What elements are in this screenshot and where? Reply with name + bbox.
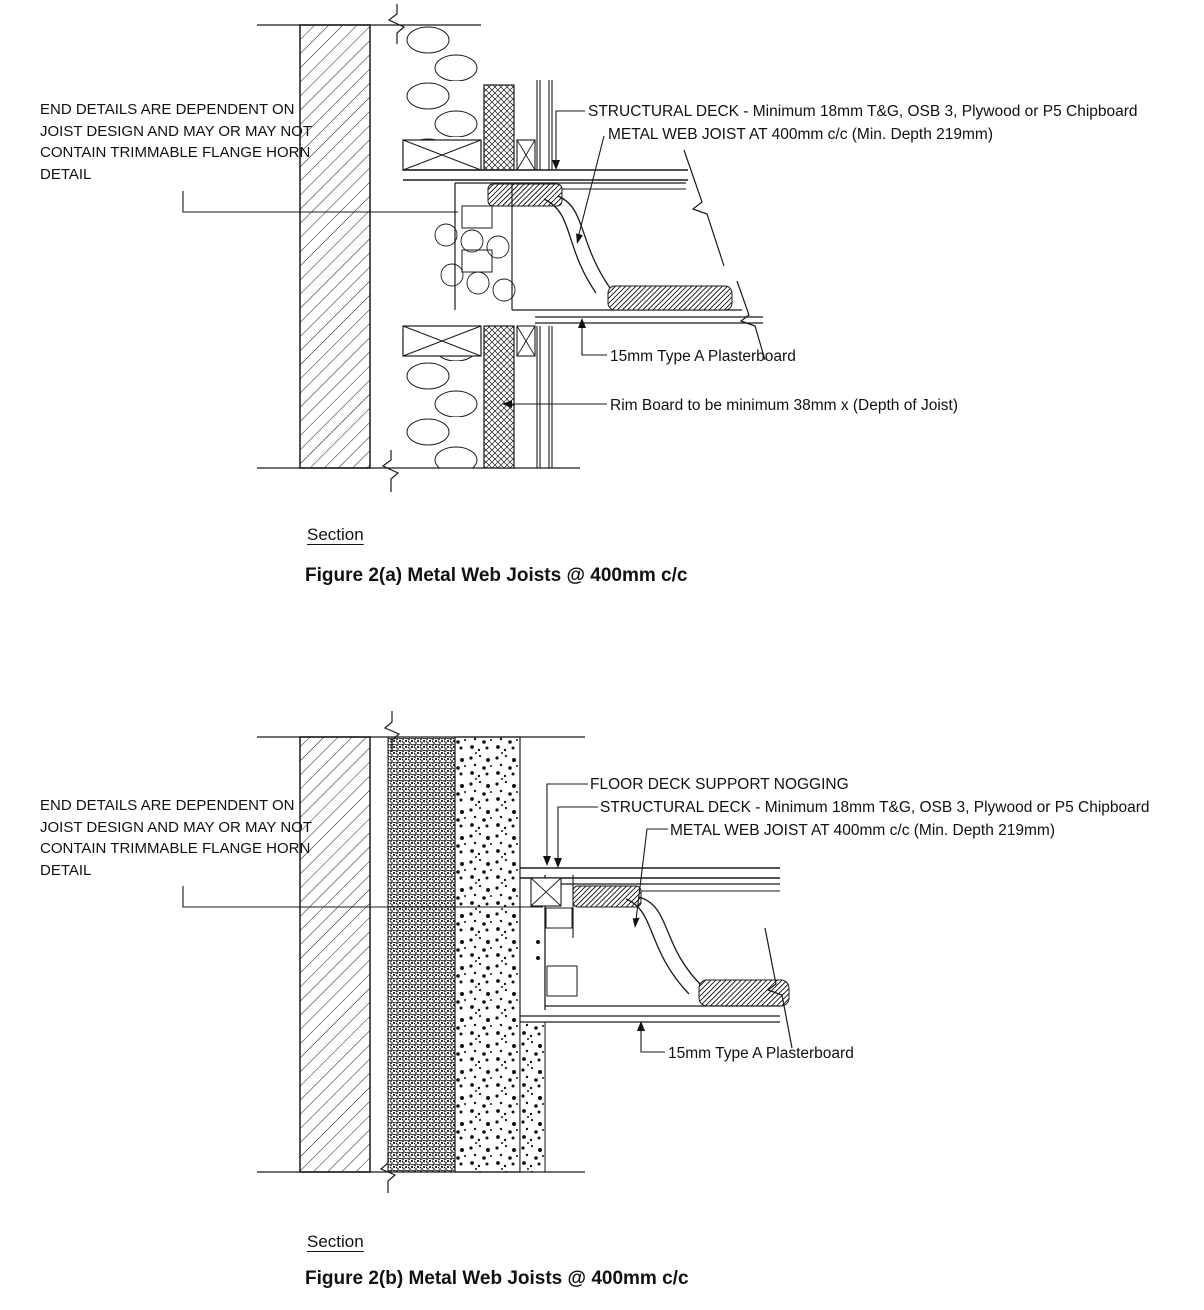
small-xbox-a-lower <box>516 325 536 357</box>
leader-joist-b <box>632 828 668 928</box>
insulation-rings-a <box>434 223 516 302</box>
break-mark <box>764 927 793 1049</box>
break-mark <box>387 4 406 44</box>
callout-nogging-b: FLOOR DECK SUPPORT NOGGING <box>590 776 849 793</box>
joist-web-b <box>625 896 705 995</box>
figure-caption-a: Figure 2(a) Metal Web Joists @ 400mm c/c <box>305 565 688 586</box>
callout-structural-deck-a: STRUCTURAL DECK - Minimum 18mm T&G, OSB … <box>588 103 1138 120</box>
callout-metal-web-joist-a: METAL WEB JOIST AT 400mm c/c (Min. Depth… <box>608 126 994 143</box>
section-label-a: Section <box>307 525 364 544</box>
leader-plasterboard-a <box>578 318 607 356</box>
leader-joist-a <box>576 135 605 244</box>
leader-plasterboard-b <box>637 1021 665 1053</box>
callout-rim-board-a: Rim Board to be minimum 38mm x (Depth of… <box>610 397 958 414</box>
joist-web-a <box>543 195 611 294</box>
plasterboard-b <box>520 1015 780 1023</box>
break-mark <box>683 149 725 267</box>
insulation-a-lower <box>403 356 481 468</box>
rim-strip-a-upper <box>483 84 515 171</box>
lower-lining-strip-b <box>519 1021 546 1173</box>
figure-caption-b: Figure 2(b) Metal Web Joists @ 400mm c/c <box>305 1268 689 1289</box>
insulation-a-upper <box>403 25 481 140</box>
joist-top-flange-a <box>487 183 563 207</box>
figure-b-drawing <box>182 711 793 1193</box>
end-detail-note-b: END DETAILS ARE DEPENDENT ON JOIST DESIG… <box>40 797 312 879</box>
break-mark <box>736 280 766 361</box>
plasterboard-a <box>535 316 763 324</box>
blockwork-b <box>387 736 456 1173</box>
end-detail-note-a: END DETAILS ARE DEPENDENT ON JOIST DESIG… <box>40 101 312 183</box>
rim-strip-a-lower <box>483 325 515 469</box>
small-xbox-a-upper <box>516 139 536 171</box>
leader-end-note-a <box>182 191 458 213</box>
callout-metal-web-joist-b: METAL WEB JOIST AT 400mm c/c (Min. Depth… <box>670 822 1056 839</box>
leader-deck-b <box>554 806 598 868</box>
leader-nogging-b <box>543 783 588 866</box>
leader-end-note-b <box>182 886 543 908</box>
figure-a-drawing <box>182 4 766 492</box>
leader-rim-board-a <box>502 400 607 408</box>
joist-end-detail-b <box>530 875 578 1010</box>
break-mark <box>381 450 400 492</box>
concrete-leaf-b <box>454 736 521 1173</box>
break-mark <box>379 1152 397 1193</box>
structural-deck-a <box>403 169 688 181</box>
structural-deck-b <box>520 867 780 879</box>
section-label-b: Section <box>307 1232 364 1251</box>
masonry-wall-b <box>299 736 371 1173</box>
joist-top-flange-b <box>572 885 642 908</box>
callout-plasterboard-a: 15mm Type A Plasterboard <box>610 348 796 365</box>
callout-plasterboard-b: 15mm Type A Plasterboard <box>668 1045 854 1062</box>
leader-deck-a <box>552 110 585 170</box>
masonry-wall-a <box>299 24 371 469</box>
callout-structural-deck-b: STRUCTURAL DECK - Minimum 18mm T&G, OSB … <box>600 799 1150 816</box>
joist-end-horn-a <box>454 183 513 310</box>
joist-bottom-flange-a <box>607 285 733 311</box>
break-mark <box>383 711 401 752</box>
noggin-box-a-lower <box>402 325 482 357</box>
noggin-box-a-upper <box>402 139 482 171</box>
